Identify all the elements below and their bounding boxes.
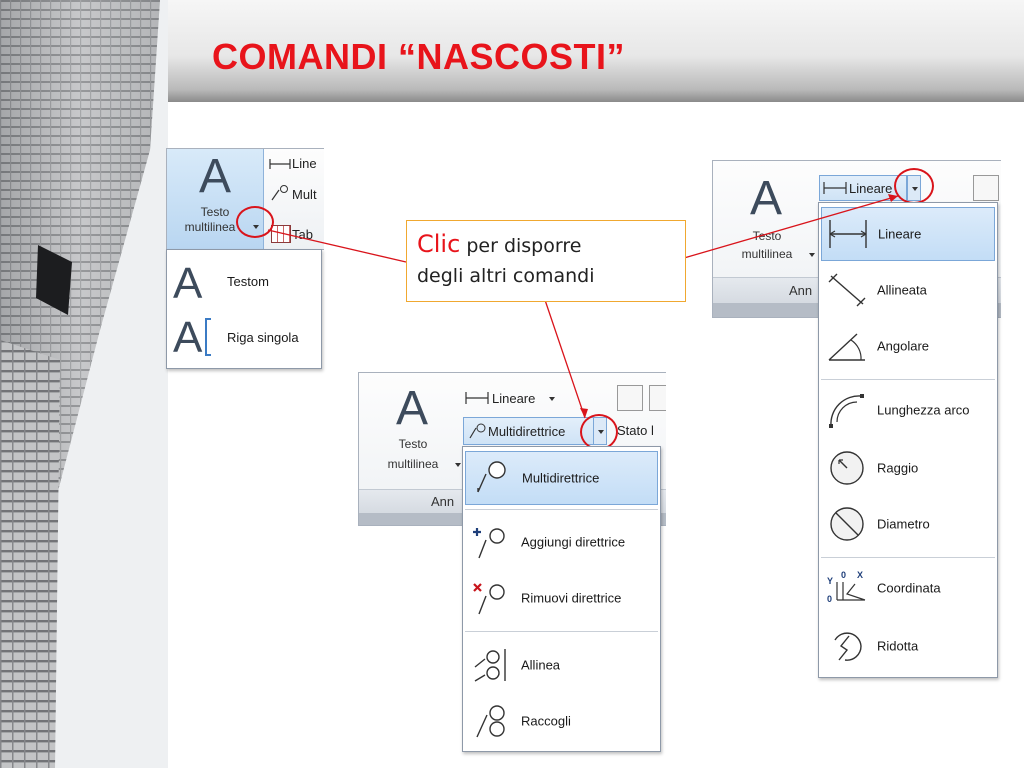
menu-item-label: Riga singola [227, 330, 299, 345]
angular-dimension-icon [828, 333, 865, 361]
menu-item-raggio[interactable]: Raggio [821, 441, 995, 495]
arrowhead-middle [580, 408, 588, 418]
add-leader-icon [473, 528, 505, 559]
menu-item-label: Lineare [878, 226, 922, 242]
button-label-line1: Testo [398, 437, 428, 451]
single-line-text-icon: A [173, 313, 203, 362]
linear-dimension-icon [829, 220, 867, 248]
menu-item-raccogli[interactable]: Raccogli [465, 695, 658, 747]
multileader-icon [477, 461, 506, 493]
menu-item-lineare[interactable]: Lineare [821, 207, 995, 261]
menu-separator [465, 631, 658, 632]
table-style-icon[interactable] [973, 175, 999, 201]
skyscraper-photo [0, 0, 168, 768]
menu-item-rimuovi-direttrice[interactable]: Rimuovi direttrice [465, 573, 658, 623]
state-label[interactable]: Stato l [617, 423, 654, 438]
panel-footer-label: Ann [789, 283, 813, 298]
arrowhead-right [888, 194, 898, 202]
svg-text:0: 0 [841, 570, 846, 580]
menu-item-aggiungi-direttrice[interactable]: Aggiungi direttrice [465, 517, 658, 567]
aligned-dimension-icon [828, 273, 866, 307]
slide-header-band [0, 0, 1024, 102]
multileader-button-label: Multidirettrice [488, 424, 566, 439]
connector-to-left [267, 229, 407, 263]
linear-dimension-mini-icon [465, 391, 489, 410]
connector-to-middle [544, 299, 586, 419]
side-item-multileader[interactable]: Mult [292, 187, 317, 202]
menu-item-label: Allineata [877, 282, 927, 298]
connector-to-right [683, 195, 899, 259]
callout-clic-word: Clic [417, 230, 461, 258]
text-cursor-icon [205, 318, 211, 356]
chevron-down-icon[interactable] [455, 463, 461, 467]
menu-item-label: Diametro [877, 516, 930, 532]
menu-item-angolare[interactable]: Angolare [821, 319, 995, 373]
menu-item-riga-singola[interactable]: A Riga singola [169, 310, 319, 364]
collect-leaders-icon [476, 705, 505, 738]
svg-text:X: X [857, 570, 863, 580]
menu-item-testom[interactable]: A Testom [169, 256, 319, 308]
menu-item-diametro[interactable]: Diametro [821, 497, 995, 551]
table-mini-icon [271, 225, 291, 243]
text-a-icon[interactable]: A [749, 172, 782, 225]
menu-separator [821, 379, 995, 380]
jogged-icon [834, 632, 862, 661]
menu-item-label: Raggio [877, 460, 919, 476]
button-label-line2: multilinea [184, 220, 236, 234]
menu-item-allinea[interactable]: Allinea [465, 639, 658, 691]
arc-length-icon [829, 394, 864, 428]
callout-box: Clic per disporre degli altri comandi [406, 220, 686, 302]
linear-dimension-label: Lineare [849, 181, 893, 196]
left-dropdown-menu: A Testom A Riga singola [166, 249, 322, 369]
menu-item-ridotta[interactable]: Ridotta [821, 619, 995, 673]
panel-footer-label: Ann [431, 494, 455, 509]
menu-item-label: Ridotta [877, 638, 919, 654]
slide-title: COMANDI “NASCOSTI” [212, 36, 625, 77]
table-style-icon[interactable] [617, 385, 643, 411]
side-item-table[interactable]: Tab [292, 227, 313, 242]
linear-dimension-mini-icon [269, 157, 291, 169]
button-label-line1: Testo [200, 205, 230, 219]
callout-line1: per disporre [466, 235, 582, 257]
side-item-linear[interactable]: Line [292, 156, 317, 171]
button-label-line2[interactable]: multilinea [387, 457, 439, 471]
menu-item-allineata[interactable]: Allineata [821, 263, 995, 317]
remove-leader-icon [473, 583, 505, 615]
align-leaders-icon [474, 649, 506, 682]
menu-item-label: Rimuovi direttrice [521, 590, 622, 606]
menu-item-label: Raccogli [521, 713, 571, 729]
chevron-down-icon[interactable] [549, 397, 555, 401]
menu-separator [465, 509, 658, 510]
menu-item-label: Angolare [877, 338, 930, 354]
menu-item-label: Coordinata [877, 580, 941, 596]
menu-item-multidirettrice[interactable]: Multidirettrice [465, 451, 658, 505]
menu-item-lunghezza-arco[interactable]: Lunghezza arco [821, 383, 995, 437]
menu-item-label: Multidirettrice [522, 470, 600, 486]
chevron-down-icon[interactable] [809, 253, 815, 257]
linear-dimension-button[interactable]: Lineare [492, 391, 536, 406]
diameter-icon [830, 507, 864, 541]
highlight-circle-left [236, 206, 274, 238]
menu-item-label: Testom [227, 274, 269, 289]
menu-item-label: Lunghezza arco [877, 402, 970, 418]
callout-text: Clic per disporre degli altri comandi [417, 229, 595, 291]
menu-item-label: Allinea [521, 657, 561, 673]
callout-line2: degli altri comandi [417, 265, 595, 287]
menu-item-label: Aggiungi direttrice [521, 534, 626, 550]
radius-icon [830, 451, 864, 485]
multileader-mini-icon [269, 185, 291, 201]
menu-separator [821, 557, 995, 558]
right-dropdown-menu: Lineare Allineata Angolare Lunghezza arc… [818, 202, 998, 678]
table-style-icon[interactable] [649, 385, 666, 411]
middle-dropdown-menu: Multidirettrice Aggiungi direttrice Rimu… [462, 446, 661, 752]
text-a-icon: A [198, 150, 231, 203]
text-a-icon[interactable]: A [395, 382, 428, 435]
text-a-icon: A [173, 259, 203, 308]
button-label-line2[interactable]: multilinea [741, 247, 793, 261]
svg-text:0: 0 [827, 594, 832, 604]
svg-text:Y: Y [827, 576, 833, 586]
